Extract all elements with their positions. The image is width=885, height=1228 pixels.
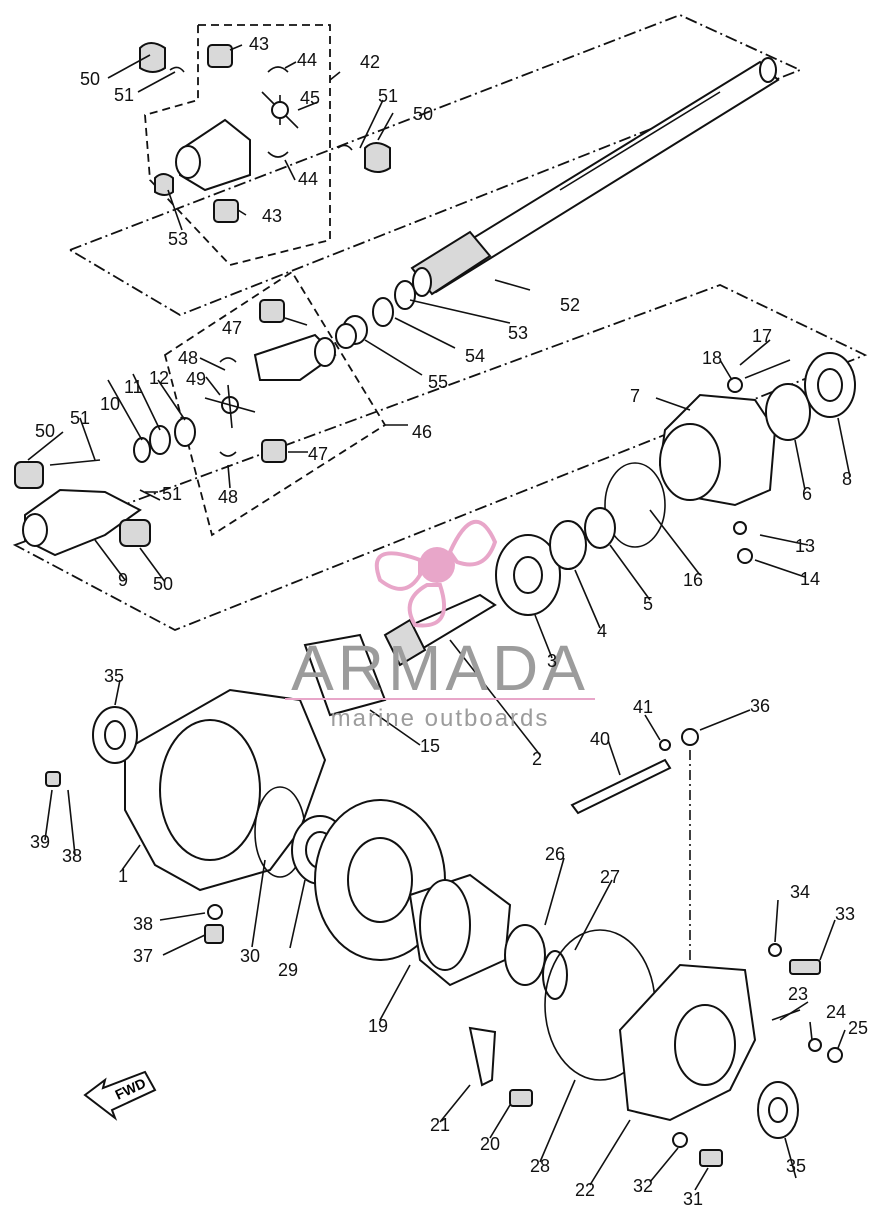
callout-39: 39 [30,832,50,852]
callout-50: 50 [35,421,55,441]
callout-38: 38 [133,914,153,934]
callout-14: 14 [800,569,820,589]
callout-44: 44 [297,50,317,70]
callout-19: 19 [368,1016,388,1036]
callout-35: 35 [786,1156,806,1176]
callout-33: 33 [835,904,855,924]
pivot-pin [570,728,699,960]
callout-48: 48 [218,487,238,507]
callout-54: 54 [465,346,485,366]
callout-45: 45 [300,88,320,108]
callout-26: 26 [545,844,565,864]
callout-21: 21 [430,1115,450,1135]
callout-labels: 50 51 43 44 42 45 51 50 44 43 53 52 53 5… [30,34,868,1209]
callout-48: 48 [178,348,198,368]
callout-37: 37 [133,946,153,966]
callout-27: 27 [600,867,620,887]
callout-50: 50 [153,574,173,594]
callout-51: 51 [378,86,398,106]
callout-53: 53 [168,229,188,249]
callout-47: 47 [308,444,328,464]
callout-3: 3 [547,651,557,671]
callout-41: 41 [633,697,653,717]
callout-29: 29 [278,960,298,980]
callout-25: 25 [848,1018,868,1038]
callout-30: 30 [240,946,260,966]
callout-51: 51 [70,408,90,428]
housing-cover [618,943,843,1167]
callout-51: 51 [162,484,182,504]
callout-24: 24 [826,1002,846,1022]
callout-40: 40 [590,729,610,749]
callout-20: 20 [480,1134,500,1154]
shaft-rings [335,280,416,349]
callout-44: 44 [298,169,318,189]
callout-51: 51 [114,85,134,105]
watermark-tagline: marine outboards [331,705,550,732]
callout-38: 38 [62,846,82,866]
propeller-logo-icon [374,520,498,628]
callout-22: 22 [575,1180,595,1200]
callout-47: 47 [222,318,242,338]
watermark-brand: ARMADA [291,632,589,704]
callout-53: 53 [508,323,528,343]
leader-lines [27,44,851,1191]
callout-1: 1 [118,866,128,886]
pinion-assembly [383,507,616,667]
callout-5: 5 [643,594,653,614]
callout-43: 43 [249,34,269,54]
callout-34: 34 [790,882,810,902]
coupling-group-outline [12,284,868,631]
callout-50: 50 [413,104,433,124]
fwd-direction-arrow: FWD [83,1070,157,1121]
callout-43: 43 [262,206,282,226]
callout-46: 46 [412,422,432,442]
callout-9: 9 [118,570,128,590]
callout-11: 11 [124,377,143,397]
callout-42: 42 [360,52,380,72]
final-gear-bearing-housing [604,352,856,564]
callout-6: 6 [802,484,812,504]
callout-36: 36 [750,696,770,716]
yoke-assembly [14,417,196,557]
brand-watermark: ARMADA marine outboards [285,520,595,732]
callout-52: 52 [560,295,580,315]
callout-15: 15 [420,736,440,756]
callout-10: 10 [100,394,120,414]
callout-8: 8 [842,469,852,489]
main-housing [45,688,349,944]
callout-13: 13 [795,536,815,556]
callout-32: 32 [633,1176,653,1196]
callout-23: 23 [788,984,808,1004]
callout-31: 31 [683,1189,703,1209]
upper-universal-joint [139,42,391,223]
drive-shaft [410,57,780,297]
callout-35: 35 [104,666,124,686]
callout-7: 7 [630,386,640,406]
callout-49: 49 [186,369,206,389]
lower-universal-joint [204,299,337,463]
callout-55: 55 [428,372,448,392]
callout-17: 17 [752,326,772,346]
shaft-group-outline [67,14,803,316]
callout-12: 12 [149,368,169,388]
callout-2: 2 [532,749,542,769]
callout-18: 18 [702,348,722,368]
callout-16: 16 [683,570,703,590]
callout-50: 50 [80,69,100,89]
upper-joint-box [144,24,331,267]
ring-gear-assembly [314,799,656,1107]
callout-4: 4 [597,621,607,641]
callout-28: 28 [530,1156,550,1176]
